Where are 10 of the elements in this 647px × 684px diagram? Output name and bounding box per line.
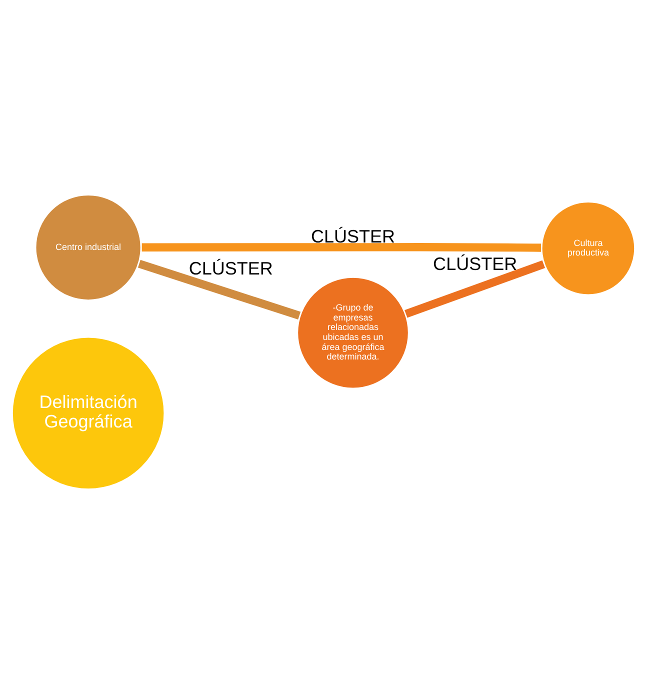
node-circle: Delimitación Geográfica — [10, 335, 166, 491]
node-circle: -Grupo de empresas relacionadas ubicadas es un área geográfica determinada. — [296, 275, 410, 390]
connector — [138, 260, 301, 320]
node-circle: Cultura productiva — [540, 200, 637, 297]
connector — [404, 260, 546, 318]
connector — [142, 242, 542, 252]
edge-label: CLÚSTER — [310, 226, 396, 246]
edge-label: CLÚSTER — [433, 254, 518, 274]
node-circle: Centro industrial — [34, 193, 143, 302]
edge-label: CLÚSTER — [188, 258, 273, 278]
